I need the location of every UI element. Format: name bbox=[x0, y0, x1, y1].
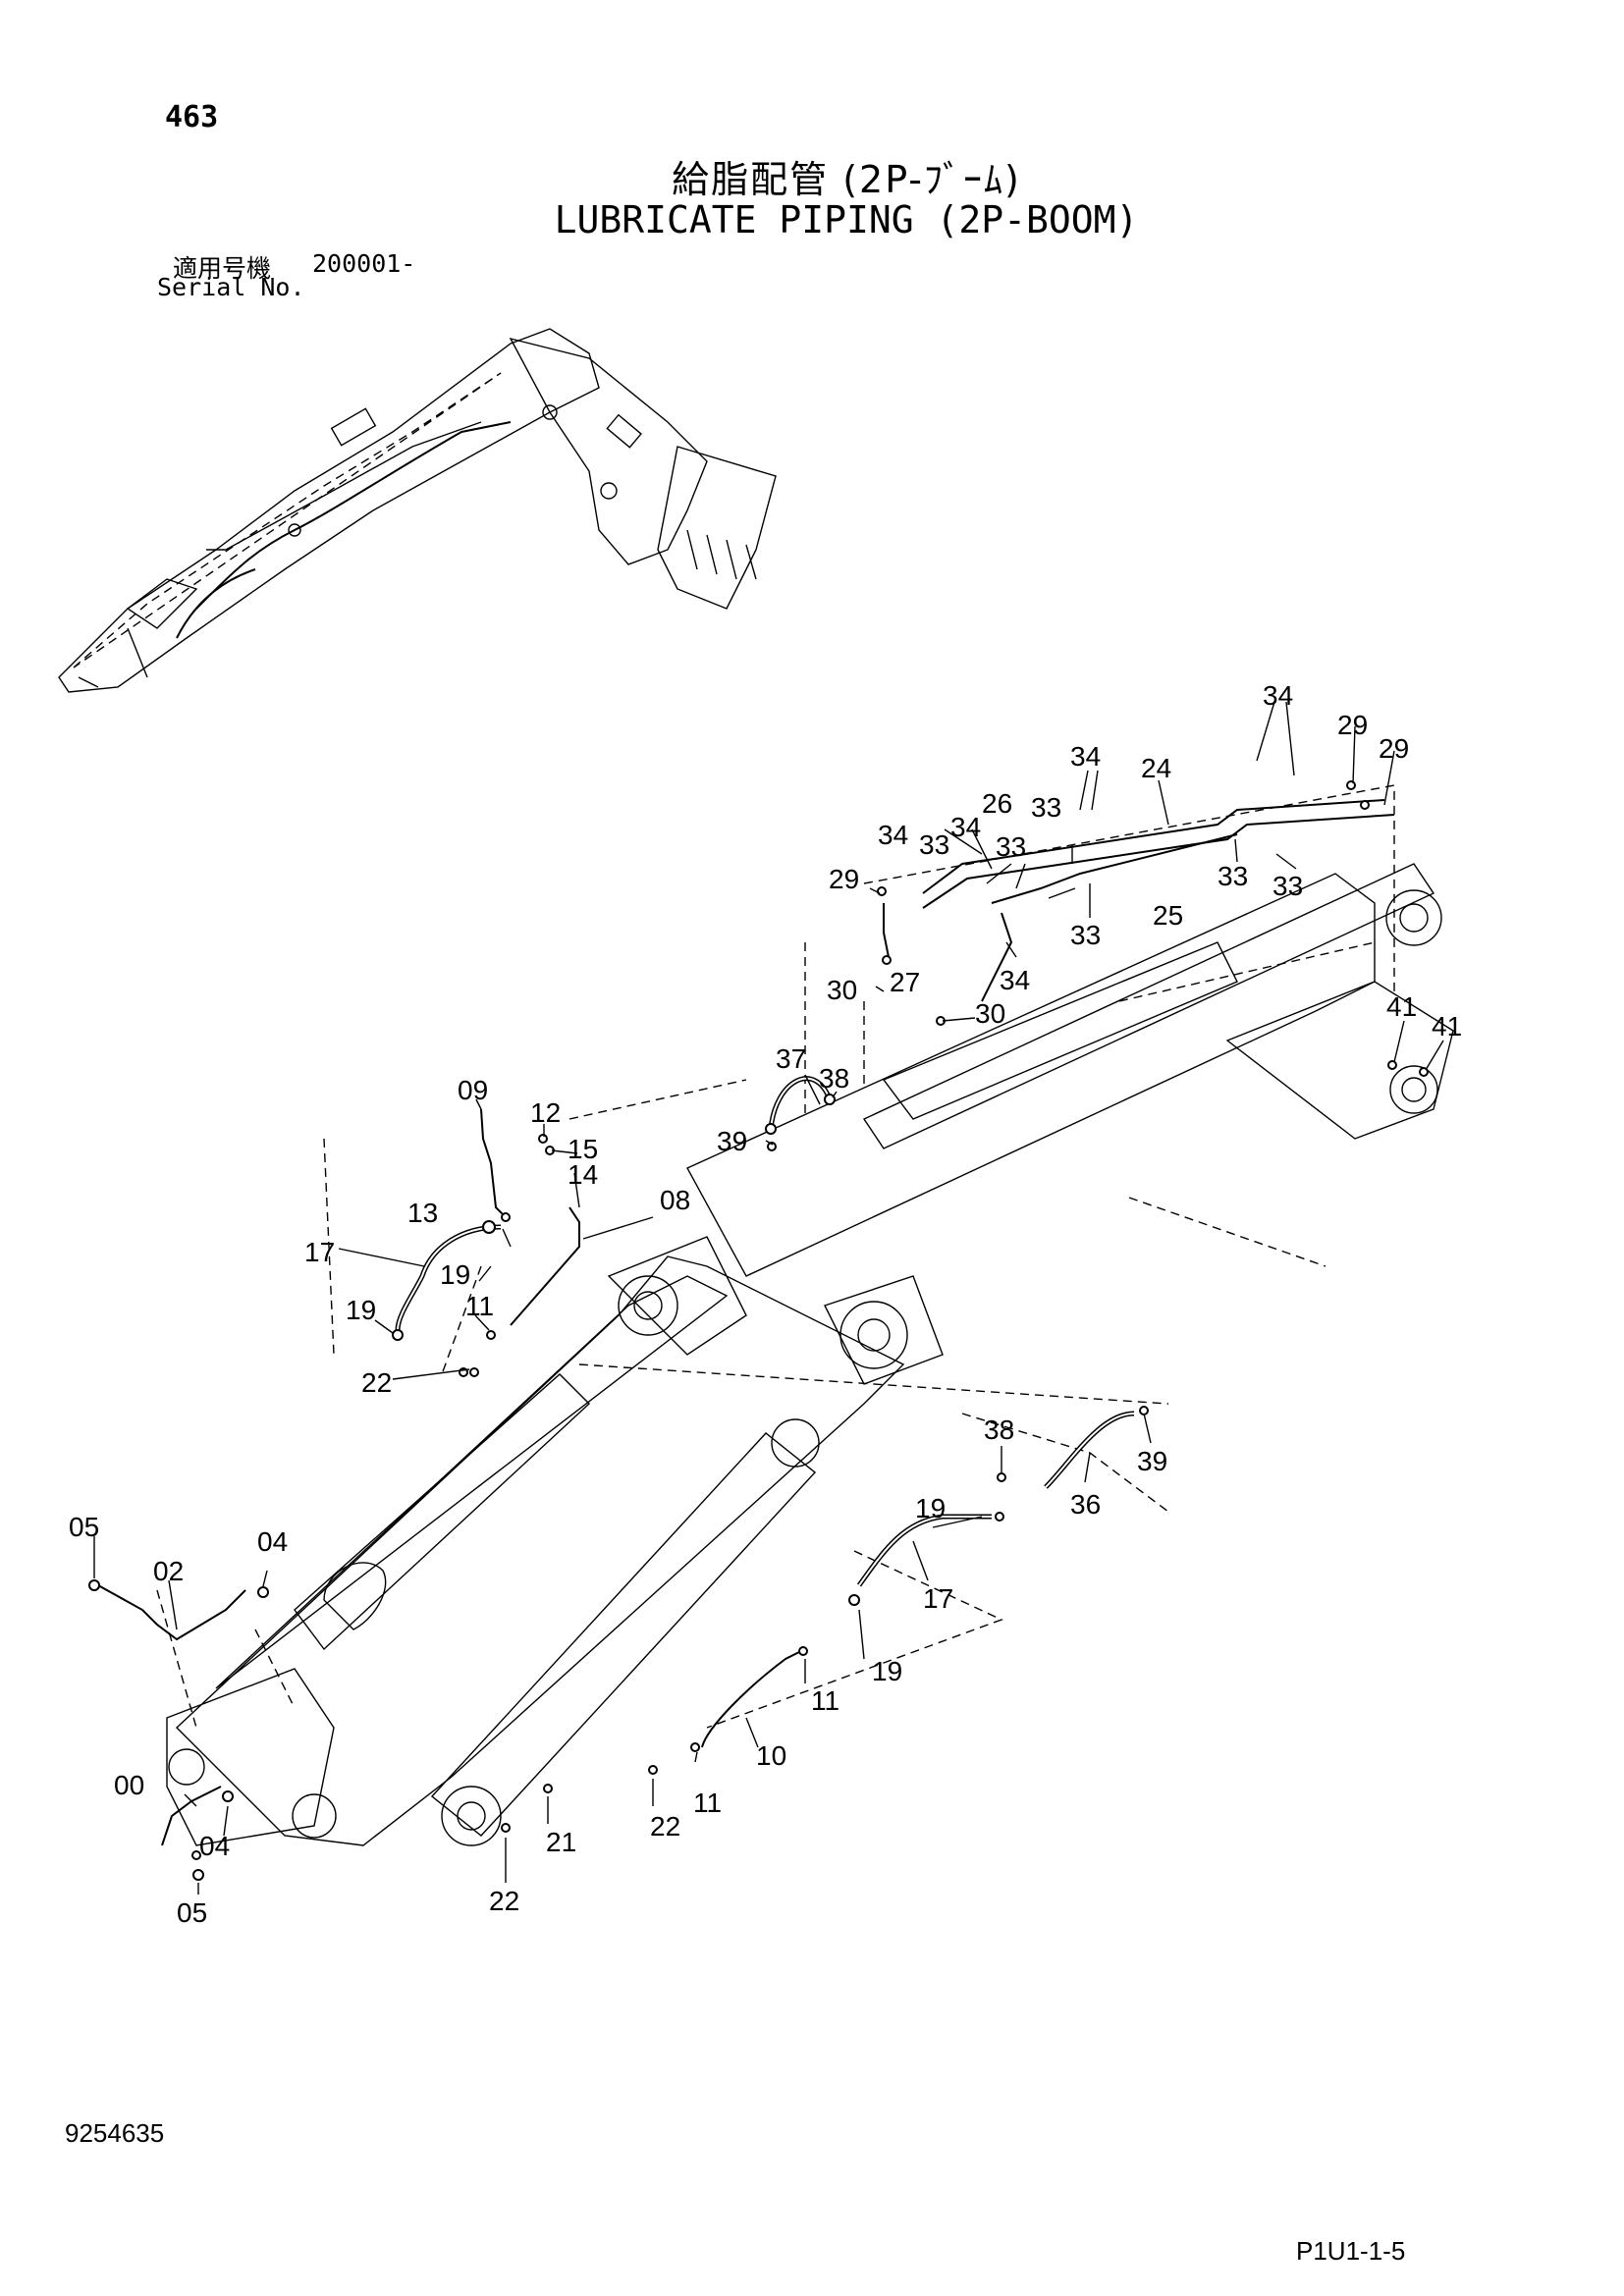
callout-19: 19 bbox=[346, 1295, 376, 1325]
leader-lines bbox=[93, 701, 1444, 1895]
serial-number-value: 200001- bbox=[312, 249, 416, 278]
callout-09: 09 bbox=[458, 1075, 488, 1105]
callout-19: 19 bbox=[915, 1493, 946, 1523]
callout-33: 33 bbox=[1272, 871, 1303, 901]
callout-30: 30 bbox=[827, 975, 857, 1005]
callout-29: 29 bbox=[829, 864, 859, 894]
title-japanese: 給脂配管 (2P-ﾌﾞｰﾑ) bbox=[672, 158, 1021, 201]
callout-17: 17 bbox=[304, 1237, 335, 1267]
callout-34: 34 bbox=[1000, 965, 1030, 995]
serial-label-english: Serial No. bbox=[157, 273, 305, 301]
callout-39: 39 bbox=[1137, 1446, 1167, 1476]
callout-33: 33 bbox=[919, 829, 949, 860]
callout-10: 10 bbox=[756, 1740, 786, 1771]
callout-34: 34 bbox=[950, 812, 981, 842]
callout-17: 17 bbox=[923, 1583, 953, 1614]
callout-04: 04 bbox=[199, 1831, 230, 1861]
page-number: 463 bbox=[165, 100, 219, 134]
overview-thumbnail bbox=[58, 328, 777, 693]
callout-21: 21 bbox=[546, 1827, 576, 1857]
callout-34: 34 bbox=[1263, 680, 1293, 711]
callout-33: 33 bbox=[1218, 861, 1248, 891]
callout-02: 02 bbox=[153, 1556, 184, 1586]
serial-label-japanese: 適用号機 bbox=[173, 254, 272, 283]
callout-19: 19 bbox=[440, 1259, 470, 1290]
callout-05: 05 bbox=[69, 1512, 99, 1542]
callout-34: 34 bbox=[1070, 741, 1101, 772]
callout-33: 33 bbox=[996, 831, 1026, 862]
callout-22: 22 bbox=[489, 1886, 519, 1916]
callout-38: 38 bbox=[984, 1415, 1014, 1445]
callout-41: 41 bbox=[1386, 991, 1417, 1022]
callout-05: 05 bbox=[177, 1897, 207, 1928]
callout-30: 30 bbox=[975, 998, 1005, 1029]
callout-14: 14 bbox=[568, 1159, 598, 1190]
callout-15: 15 bbox=[568, 1134, 598, 1164]
drawing-number: 9254635 bbox=[65, 2118, 165, 2148]
callout-41: 41 bbox=[1432, 1011, 1462, 1041]
callout-27: 27 bbox=[890, 967, 920, 997]
callout-12: 12 bbox=[530, 1097, 561, 1128]
callout-22: 22 bbox=[650, 1811, 680, 1842]
callout-29: 29 bbox=[1379, 733, 1409, 764]
callout-33: 33 bbox=[1031, 792, 1061, 823]
callout-13: 13 bbox=[407, 1198, 438, 1228]
page-code: P1U1-1-5 bbox=[1296, 2236, 1406, 2266]
piping-lines bbox=[97, 799, 1395, 1846]
callout-11: 11 bbox=[811, 1685, 839, 1716]
callout-11: 11 bbox=[693, 1788, 722, 1818]
callout-36: 36 bbox=[1070, 1489, 1101, 1520]
callout-24: 24 bbox=[1141, 753, 1171, 783]
callout-25: 25 bbox=[1153, 900, 1183, 931]
callout-38: 38 bbox=[819, 1063, 849, 1094]
callout-29: 29 bbox=[1337, 710, 1368, 740]
callout-08: 08 bbox=[660, 1185, 690, 1215]
callout-11: 11 bbox=[465, 1291, 494, 1321]
title-english: LUBRICATE PIPING (2P-BOOM) bbox=[554, 198, 1139, 241]
callout-33: 33 bbox=[1070, 920, 1101, 950]
boom-assembly bbox=[156, 784, 1454, 1846]
callout-22: 22 bbox=[361, 1367, 392, 1398]
callout-37: 37 bbox=[776, 1043, 806, 1074]
callout-labels: 34 29 29 34 24 33 26 34 34 33 33 29 33 3… bbox=[69, 680, 1462, 1928]
callout-39: 39 bbox=[717, 1126, 747, 1156]
callout-04: 04 bbox=[257, 1526, 288, 1557]
callout-00: 00 bbox=[114, 1770, 144, 1800]
fittings bbox=[88, 780, 1429, 1881]
callout-19: 19 bbox=[872, 1656, 902, 1686]
callout-34: 34 bbox=[878, 820, 908, 850]
callout-26: 26 bbox=[982, 788, 1012, 819]
